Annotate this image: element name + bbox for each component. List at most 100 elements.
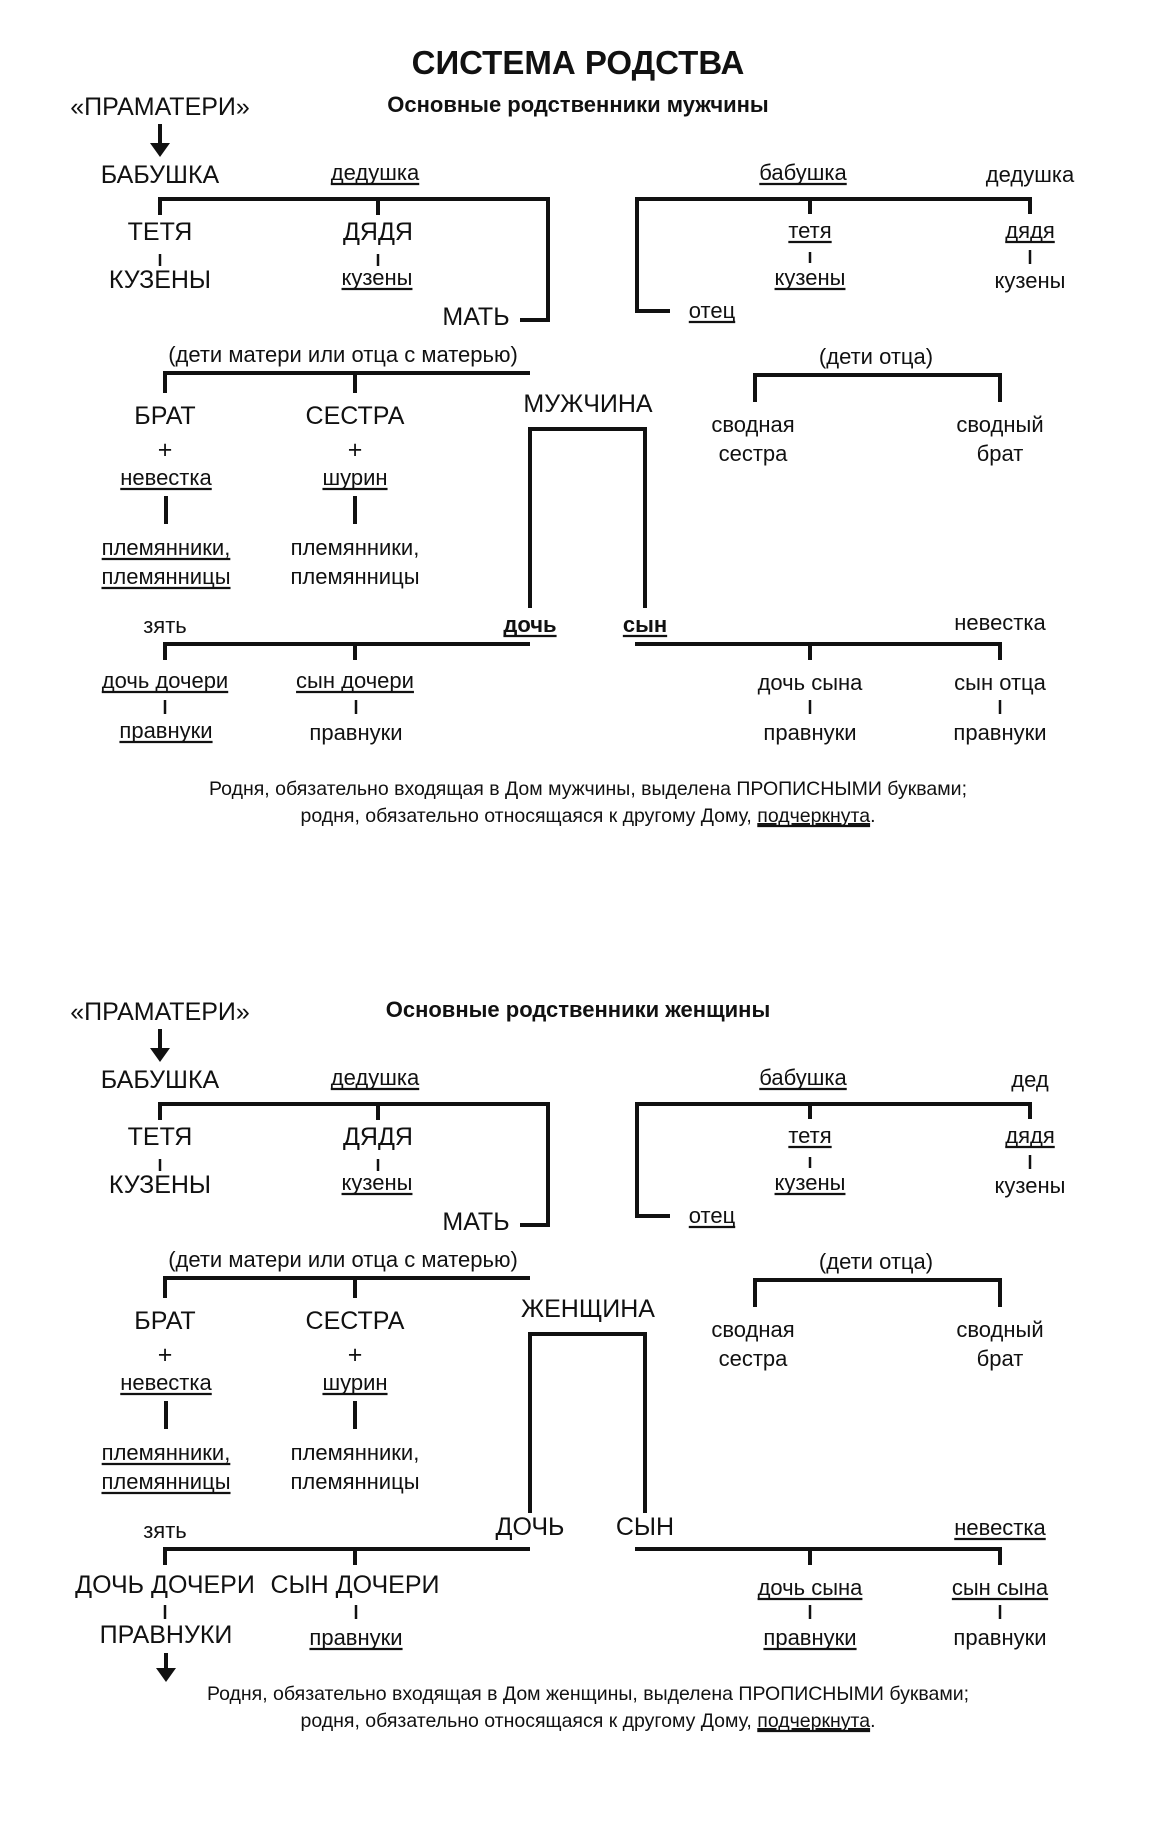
half-brother-2: брат xyxy=(977,1346,1024,1371)
note-line-2-underlined: подчеркнута xyxy=(757,805,870,827)
main-title: СИСТЕМА РОДСТВА xyxy=(412,44,745,81)
great-grandchildren-2: правнуки xyxy=(309,720,402,745)
maternal-uncle: ДЯДЯ xyxy=(343,218,413,246)
paternal-aunt: тетя xyxy=(788,1123,831,1148)
note-line-1: Родня, обязательно входящая в Дом мужчин… xyxy=(209,778,967,800)
son-spouse: невестка xyxy=(954,610,1046,635)
sister-children-1: племянники, xyxy=(291,535,420,560)
half-sister-2: сестра xyxy=(719,441,789,466)
daughter-spouse: зять xyxy=(143,1518,187,1543)
paternal-uncle: дядя xyxy=(1005,218,1055,243)
great-grandchildren-1: ПРАВНУКИ xyxy=(100,1621,233,1649)
note-line-2-prefix: родня, обязательно относящаяся к другому… xyxy=(300,1710,757,1732)
sons-son: сын сына xyxy=(952,1575,1049,1600)
sister-plus: + xyxy=(348,1341,363,1369)
brother-spouse: невестка xyxy=(120,465,212,490)
father: отец xyxy=(689,298,736,323)
sons-daughter: дочь сына xyxy=(758,1575,864,1600)
note-line-2-suffix: . xyxy=(870,1710,875,1732)
note-line-2-suffix: . xyxy=(870,805,875,827)
daughter: ДОЧЬ xyxy=(496,1513,565,1541)
mother: МАТЬ xyxy=(442,303,509,331)
son-spouse: невестка xyxy=(954,1515,1046,1540)
son: СЫН xyxy=(616,1513,674,1541)
son: сын xyxy=(623,612,667,637)
brother-spouse: невестка xyxy=(120,1370,212,1395)
half-sister-2: сестра xyxy=(719,1346,789,1371)
great-grandchildren-2: правнуки xyxy=(309,1625,402,1650)
paternal-grandmother: бабушка xyxy=(759,1065,847,1090)
paternal-siblings-label: (дети отца) xyxy=(819,344,933,369)
half-sister-1: сводная xyxy=(711,1317,794,1342)
paternal-aunt: тетя xyxy=(788,218,831,243)
father: отец xyxy=(689,1203,736,1228)
sister-spouse: шурин xyxy=(322,465,387,490)
daughter: дочь xyxy=(503,612,556,637)
paternal-grandmother: бабушка xyxy=(759,160,847,185)
paternal-aunt-cousins: кузены xyxy=(775,1170,846,1195)
brother-children-2: племянницы xyxy=(101,1469,230,1494)
daughters-daughter: ДОЧЬ ДОЧЕРИ xyxy=(75,1571,255,1599)
brother-plus: + xyxy=(158,1341,173,1369)
sister: СЕСТРА xyxy=(306,1307,405,1335)
sons-son: сын отца xyxy=(954,670,1047,695)
maternal-grandfather: дедушка xyxy=(331,1065,420,1090)
brother-children-2: племянницы xyxy=(101,564,230,589)
note-line-1: Родня, обязательно входящая в Дом женщин… xyxy=(207,1683,969,1705)
paternal-aunt-cousins: кузены xyxy=(775,265,846,290)
maternal-aunt-cousins: КУЗЕНЫ xyxy=(109,266,211,294)
mother: МАТЬ xyxy=(442,1208,509,1236)
maternal-grandmother: БАБУШКА xyxy=(101,1066,220,1094)
sons-daughter: дочь сына xyxy=(758,670,864,695)
great-grandchildren-3: правнуки xyxy=(763,1625,856,1650)
self: МУЖЧИНА xyxy=(523,390,652,418)
paternal-siblings-label: (дети отца) xyxy=(819,1249,933,1274)
note-line-2-prefix: родня, обязательно относящаяся к другому… xyxy=(300,805,757,827)
brother: БРАТ xyxy=(134,1307,195,1335)
sister-plus: + xyxy=(348,436,363,464)
half-brother-1: сводный xyxy=(956,1317,1043,1342)
great-grandchildren-3: правнуки xyxy=(763,720,856,745)
maternal-grandmother: БАБУШКА xyxy=(101,161,220,189)
brother-plus: + xyxy=(158,436,173,464)
maternal-aunt: ТЕТЯ xyxy=(128,1123,193,1151)
note-line-2: родня, обязательно относящаяся к другому… xyxy=(300,805,875,827)
brother: БРАТ xyxy=(134,402,195,430)
brother-children-1: племянники, xyxy=(102,535,231,560)
sister-spouse: шурин xyxy=(322,1370,387,1395)
maternal-grandfather: дедушка xyxy=(331,160,420,185)
maternal-uncle-cousins: кузены xyxy=(342,265,413,290)
half-brother-2: брат xyxy=(977,441,1024,466)
arrow-down-icon xyxy=(156,1668,176,1682)
paternal-uncle: дядя xyxy=(1005,1123,1055,1148)
arrow-down-icon xyxy=(150,143,170,157)
arrow-down-icon xyxy=(150,1048,170,1062)
subtitle: Основные родственники мужчины xyxy=(387,92,768,117)
ancestors-label: «ПРАМАТЕРИ» xyxy=(70,93,250,121)
sister-children-1: племянники, xyxy=(291,1440,420,1465)
self: ЖЕНЩИНА xyxy=(521,1295,655,1323)
subtitle: Основные родственники женщины xyxy=(386,997,771,1022)
daughter-spouse: зять xyxy=(143,613,187,638)
great-grandchildren-4: правнуки xyxy=(953,1625,1046,1650)
sister: СЕСТРА xyxy=(306,402,405,430)
maternal-uncle-cousins: кузены xyxy=(342,1170,413,1195)
maternal-uncle: ДЯДЯ xyxy=(343,1123,413,1151)
maternal-siblings-label: (дети матери или отца с матерью) xyxy=(168,342,518,367)
maternal-aunt-cousins: КУЗЕНЫ xyxy=(109,1171,211,1199)
paternal-grandfather: дед xyxy=(1011,1067,1049,1092)
maternal-siblings-label: (дети матери или отца с матерью) xyxy=(168,1247,518,1272)
half-brother-1: сводный xyxy=(956,412,1043,437)
great-grandchildren-1: правнуки xyxy=(119,718,212,743)
paternal-grandfather: дедушка xyxy=(986,162,1075,187)
daughters-daughter: дочь дочери xyxy=(102,668,228,693)
female-kinship-chart: Основные родственники женщины «ПРАМАТЕРИ»… xyxy=(70,997,1066,1733)
great-grandchildren-4: правнуки xyxy=(953,720,1046,745)
daughters-son: сын дочери xyxy=(296,668,414,693)
sister-children-2: племянницы xyxy=(290,564,419,589)
ancestors-label: «ПРАМАТЕРИ» xyxy=(70,998,250,1026)
paternal-uncle-cousins: кузены xyxy=(995,1173,1066,1198)
note-line-2: родня, обязательно относящаяся к другому… xyxy=(300,1710,875,1732)
brother-children-1: племянники, xyxy=(102,1440,231,1465)
